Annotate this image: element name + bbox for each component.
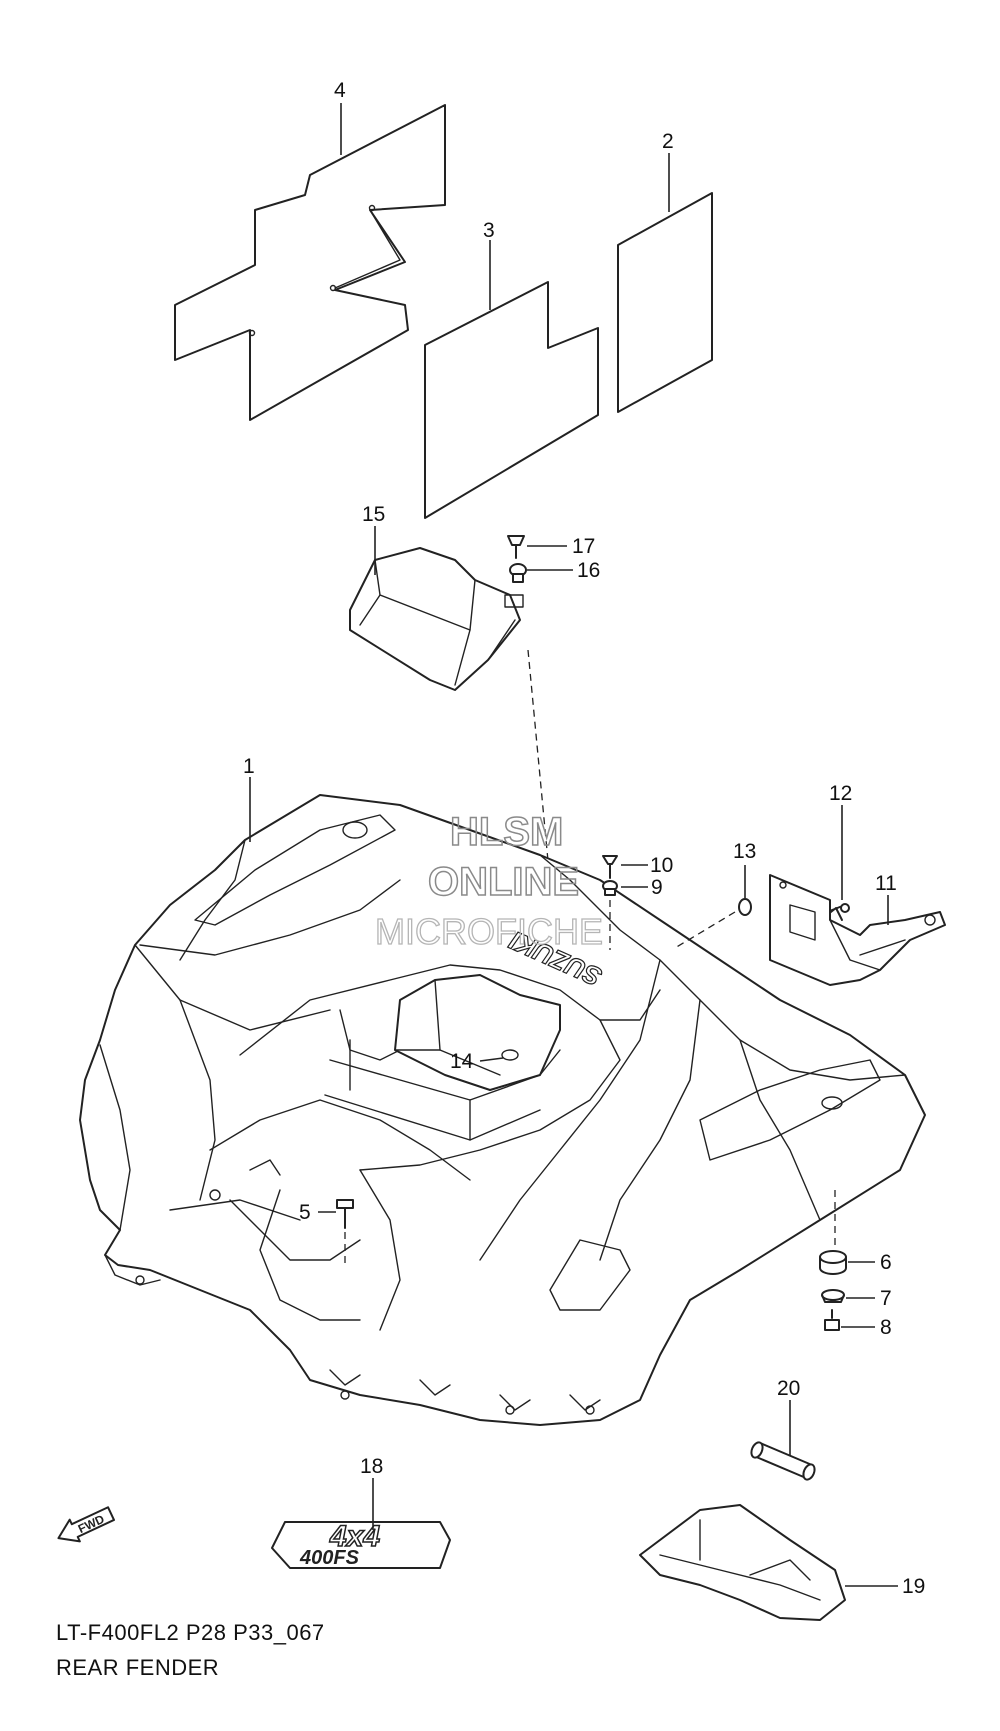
part-18-decal: 4x4 400FS	[271, 1519, 451, 1569]
part-3-decal	[424, 281, 599, 519]
callout-16: 16	[577, 559, 600, 582]
callout-19: 19	[902, 1575, 925, 1598]
part-20-tube	[750, 1441, 816, 1481]
callout-13: 13	[733, 840, 756, 863]
callout-17: 17	[572, 535, 595, 558]
callout-7: 7	[880, 1287, 892, 1310]
watermark-line1: HLSM	[450, 810, 563, 854]
part-15-tray	[349, 547, 524, 691]
fwd-label: FWD	[76, 1512, 107, 1536]
decal-line2: 400FS	[299, 1547, 360, 1569]
part-9-nut	[602, 880, 618, 896]
fwd-arrow-icon: FWD	[57, 1506, 115, 1543]
callout-9: 9	[651, 876, 663, 899]
part-2-decal	[617, 192, 713, 413]
callout-18: 18	[360, 1455, 383, 1478]
part-8-bolt	[824, 1309, 840, 1331]
callout-15: 15	[362, 503, 385, 526]
part-7-collar	[821, 1289, 845, 1303]
callout-10: 10	[650, 854, 673, 877]
part-11-bracket	[769, 874, 946, 986]
callout-6: 6	[880, 1251, 892, 1274]
callout-20: 20	[777, 1377, 800, 1400]
part-4-decal-sheet	[174, 104, 446, 421]
part-5-bolt	[336, 1199, 354, 1229]
part-17-screw	[507, 535, 525, 559]
callout-3: 3	[483, 219, 495, 242]
callout-5: 5	[299, 1201, 311, 1224]
callouts: 4 2 3 15 17 16 1 10 9 13 12 11 14 5 6 7	[243, 79, 925, 1598]
part-19-cover	[639, 1504, 846, 1621]
watermark-line2: ONLINE	[428, 860, 579, 904]
part-6-cushion	[819, 1250, 847, 1275]
callout-2: 2	[662, 130, 674, 153]
part-1-rear-fender	[79, 794, 926, 1426]
watermark-line3: MICROFICHE	[375, 911, 603, 952]
callout-1: 1	[243, 755, 255, 778]
callout-11: 11	[875, 872, 897, 895]
callout-12: 12	[829, 782, 852, 805]
callout-14: 14	[450, 1050, 474, 1073]
part-13-clip	[738, 898, 752, 916]
part-16-nut	[509, 563, 527, 583]
diagram-title: REAR FENDER	[56, 1655, 220, 1680]
diagram-code: LT-F400FL2 P28 P33_067	[56, 1620, 325, 1645]
watermark: HLSM ONLINE MICROFICHE	[374, 809, 603, 952]
callout-4: 4	[334, 79, 346, 102]
callout-8: 8	[880, 1316, 892, 1339]
part-10-screw	[602, 855, 618, 879]
